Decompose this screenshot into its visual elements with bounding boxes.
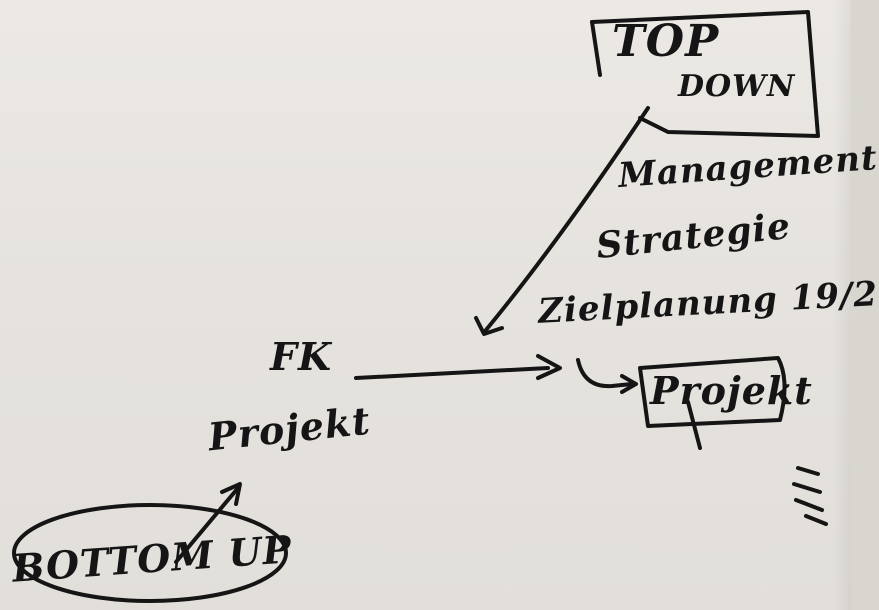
- projekt-box: [638, 356, 787, 428]
- top-down-box: [590, 10, 820, 138]
- projekt-right-label: Projekt: [650, 368, 813, 413]
- top-down-line-2: DOWN: [678, 69, 796, 104]
- ink-strokes: [12, 10, 828, 603]
- small-arrow: [576, 358, 634, 389]
- top-down-line-1: TOP: [612, 16, 720, 67]
- fk-label: FK: [270, 334, 333, 379]
- hatch-marks: [792, 466, 828, 526]
- bottom-up-ellipse: [12, 503, 288, 603]
- fk-arrow: [354, 366, 550, 380]
- top-down-arrow: [484, 106, 650, 332]
- paper-edge: [833, 0, 851, 610]
- bottom-up-arrow: [174, 486, 240, 564]
